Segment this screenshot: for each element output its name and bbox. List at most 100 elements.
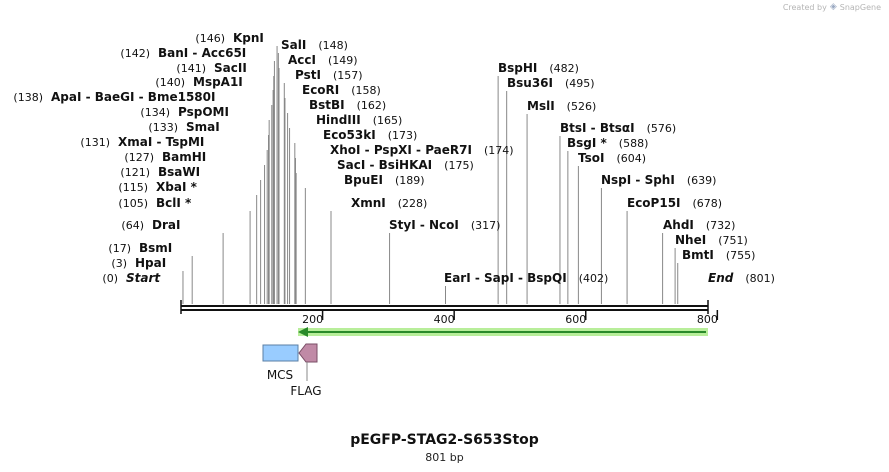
- ruler-label-200: 200: [302, 313, 323, 326]
- enzyme-saci-bsihkai-position: (175): [444, 159, 474, 172]
- enzyme-msli-label: MslI: [527, 99, 555, 113]
- credit-text: Created by: [782, 2, 827, 12]
- enzyme-bpuei-label: BpuEI: [344, 173, 383, 187]
- enzyme-start-position: (0): [102, 272, 118, 285]
- enzyme-bani-acc65i-label: BanI - Acc65I: [158, 46, 246, 60]
- enzyme-eari-sapi-bspqi-position: (402): [579, 272, 609, 285]
- enzyme-drai-position: (64): [121, 219, 144, 232]
- enzyme-xhoi-pspxi-paer7i-label: XhoI - PspXI - PaeR7I: [330, 143, 472, 157]
- enzyme-nspi-sphi-position: (639): [687, 174, 717, 187]
- enzyme-bcli-position: (105): [118, 197, 148, 210]
- enzyme-bsgi-position: (588): [619, 137, 649, 150]
- enzyme-bmti-label: BmtI: [682, 248, 714, 262]
- enzyme-labels: (0)Start(3)HpaI(17)BsmI(64)DraI(105)BclI…: [13, 31, 775, 285]
- enzyme-xmni-label: XmnI: [351, 196, 386, 210]
- enzyme-sali-position: (148): [318, 39, 348, 52]
- enzyme-xmni-position: (228): [398, 197, 428, 210]
- enzyme-pspomi-label: PspOMI: [178, 105, 229, 119]
- enzyme-ahdi-position: (732): [706, 219, 736, 232]
- enzyme-nhei-label: NheI: [675, 233, 706, 247]
- enzyme-xbai-position: (115): [118, 181, 148, 194]
- flag-feature-label: FLAG: [290, 384, 321, 398]
- enzyme-styi-ncoi-label: StyI - NcoI: [389, 218, 459, 232]
- enzyme-bsawi-label: BsaWI: [158, 165, 200, 179]
- enzyme-eco53ki-label: Eco53kI: [323, 128, 376, 142]
- enzyme-mspa1i-position: (140): [155, 76, 185, 89]
- enzyme-bsphi-label: BspHI: [498, 61, 537, 75]
- enzyme-msli-position: (526): [567, 100, 597, 113]
- enzyme-start-label: Start: [126, 271, 161, 285]
- enzyme-bamhi-position: (127): [124, 151, 154, 164]
- enzyme-btsi-bts-i-label: BtsI - BtsαI: [560, 121, 635, 135]
- enzyme-smai-label: SmaI: [186, 120, 220, 134]
- credit-brand: SnapGene: [839, 2, 881, 12]
- enzyme-ecop15i-label: EcoP15I: [627, 196, 681, 210]
- flag-feature-arrow: [298, 343, 318, 363]
- enzyme-apai-baegi-bme1580i-label: ApaI - BaeGI - Bme1580I: [51, 90, 215, 104]
- enzyme-ahdi-label: AhdI: [663, 218, 694, 232]
- features: MCS FLAG: [262, 327, 708, 398]
- orf-arrow-head: [298, 327, 308, 337]
- enzyme-styi-ncoi-position: (317): [471, 219, 501, 232]
- enzyme-psti-position: (157): [333, 69, 363, 82]
- enzyme-acci-position: (149): [328, 54, 358, 67]
- ruler-label-400: 400: [434, 313, 455, 326]
- enzyme-acci-label: AccI: [288, 53, 316, 67]
- enzyme-drai-label: DraI: [152, 218, 180, 232]
- enzyme-ecori-label: EcoRI: [302, 83, 339, 97]
- enzyme-smai-position: (133): [148, 121, 178, 134]
- enzyme-nhei-position: (751): [718, 234, 748, 247]
- enzyme-mspa1i-label: MspA1I: [193, 75, 243, 89]
- enzyme-apai-baegi-bme1580i-position: (138): [13, 91, 43, 104]
- enzyme-bmti-position: (755): [726, 249, 756, 262]
- enzyme-bsphi-position: (482): [549, 62, 579, 75]
- enzyme-bamhi-label: BamHI: [162, 150, 206, 164]
- enzyme-xhoi-pspxi-paer7i-position: (174): [484, 144, 514, 157]
- plasmid-map: (0)Start(3)HpaI(17)BsmI(64)DraI(105)BclI…: [13, 31, 775, 398]
- enzyme-tsoi-position: (604): [616, 152, 646, 165]
- enzyme-nspi-sphi-label: NspI - SphI: [601, 173, 675, 187]
- enzyme-bsu36i-position: (495): [565, 77, 595, 90]
- enzyme-bsgi-label: BsgI *: [567, 136, 608, 150]
- enzyme-eco53ki-position: (173): [388, 129, 418, 142]
- enzyme-sali-label: SalI: [281, 38, 306, 52]
- enzyme-hindiii-position: (165): [373, 114, 403, 127]
- enzyme-bsu36i-label: Bsu36I: [507, 76, 553, 90]
- enzyme-ecori-position: (158): [351, 84, 381, 97]
- enzyme-bsmi-label: BsmI: [139, 241, 172, 255]
- enzyme-sacii-label: SacII: [214, 61, 247, 75]
- enzyme-hpai-position: (3): [111, 257, 127, 270]
- mcs-feature-box: [262, 344, 299, 362]
- enzyme-bstbi-position: (162): [357, 99, 387, 112]
- credit: Created by ◈ SnapGene: [783, 2, 881, 12]
- plasmid-length: 801 bp: [425, 451, 464, 464]
- enzyme-btsi-bts-i-position: (576): [647, 122, 677, 135]
- ruler-label-800: 800: [697, 313, 718, 326]
- enzyme-bstbi-label: BstBI: [309, 98, 345, 112]
- backbone: [180, 300, 709, 314]
- enzyme-kpni-label: KpnI: [233, 31, 264, 45]
- enzyme-bcli-label: BclI *: [156, 196, 192, 210]
- enzyme-tsoi-label: TsoI: [578, 151, 604, 165]
- enzyme-end-label: End: [708, 271, 734, 285]
- enzyme-leaders: [182, 46, 679, 304]
- snapgene-logo-icon: ◈: [829, 2, 837, 12]
- enzyme-bpuei-position: (189): [395, 174, 425, 187]
- enzyme-sacii-position: (141): [176, 62, 206, 75]
- enzyme-hpai-label: HpaI: [135, 256, 166, 270]
- enzyme-hindiii-label: HindIII: [316, 113, 361, 127]
- enzyme-ecop15i-position: (678): [693, 197, 723, 210]
- enzyme-saci-bsihkai-label: SacI - BsiHKAI: [337, 158, 432, 172]
- plasmid-name: pEGFP-STAG2-S653Stop: [350, 432, 539, 448]
- enzyme-xmai-tspmi-position: (131): [80, 136, 110, 149]
- enzyme-kpni-position: (146): [195, 32, 225, 45]
- enzyme-xbai-label: XbaI *: [156, 180, 198, 194]
- ruler-label-600: 600: [565, 313, 586, 326]
- mcs-feature-label: MCS: [267, 368, 293, 382]
- enzyme-bani-acc65i-position: (142): [120, 47, 150, 60]
- enzyme-bsawi-position: (121): [120, 166, 150, 179]
- enzyme-psti-label: PstI: [295, 68, 321, 82]
- ruler: 200 400 600 800: [302, 310, 719, 326]
- enzyme-end-position: (801): [745, 272, 775, 285]
- enzyme-eari-sapi-bspqi-label: EarI - SapI - BspQI: [444, 271, 567, 285]
